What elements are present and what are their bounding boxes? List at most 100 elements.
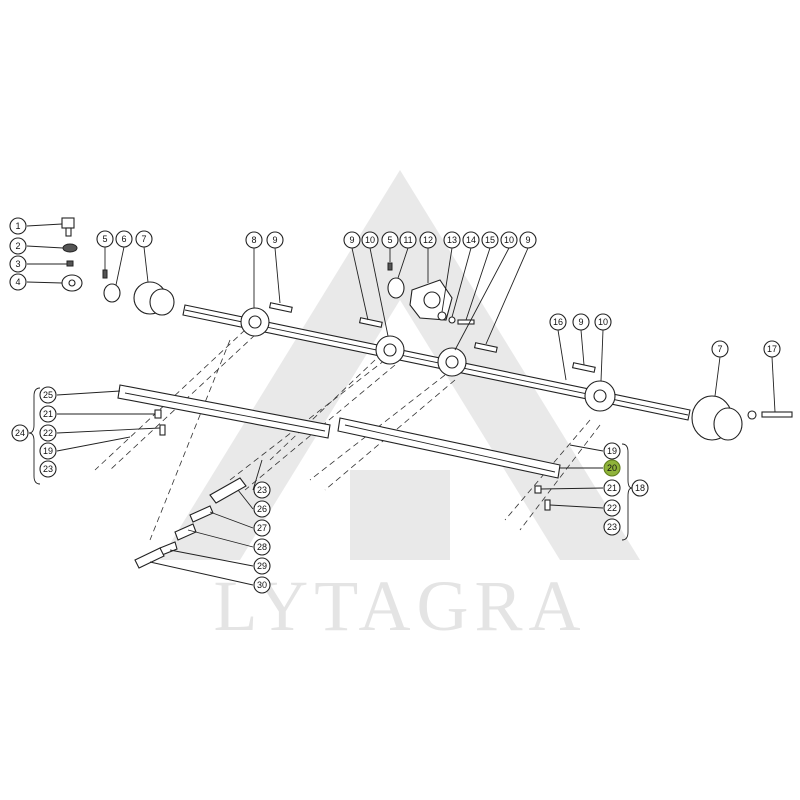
callout-21[interactable]: 21	[39, 405, 57, 423]
slat-bar-left	[117, 384, 331, 439]
watermark-text: LYTAGRA	[214, 566, 587, 646]
callout-5[interactable]: 5	[381, 231, 399, 249]
callout-circle	[603, 479, 621, 497]
callout-6[interactable]: 6	[115, 230, 133, 248]
callout-circle	[603, 499, 621, 517]
slat-bar-right	[337, 417, 561, 479]
callout-circle	[11, 424, 29, 442]
callout-28[interactable]: 28	[253, 538, 271, 556]
callout-3[interactable]: 3	[9, 255, 27, 273]
callout-label: 26	[257, 504, 267, 514]
callout-23[interactable]: 23	[39, 460, 57, 478]
callout-10[interactable]: 10	[594, 313, 612, 331]
leader-lines	[26, 223, 776, 586]
callout-label: 23	[43, 464, 53, 474]
callout-circle	[399, 231, 417, 249]
callout-23[interactable]: 23	[603, 518, 621, 536]
callout-circle	[39, 442, 57, 460]
callout-10[interactable]: 10	[500, 231, 518, 249]
chain-links	[134, 477, 247, 569]
callout-label: 15	[485, 235, 495, 245]
callout-4[interactable]: 4	[9, 273, 27, 291]
callout-23[interactable]: 23	[253, 481, 271, 499]
callout-13[interactable]: 13	[443, 231, 461, 249]
callout-circle	[519, 231, 537, 249]
callout-9[interactable]: 9	[519, 231, 537, 249]
callout-14[interactable]: 14	[462, 231, 480, 249]
callout-label: 18	[635, 483, 645, 493]
callout-9[interactable]: 9	[266, 231, 284, 249]
callout-circle	[9, 273, 27, 291]
callout-27[interactable]: 27	[253, 519, 271, 537]
callout-circle	[549, 313, 567, 331]
callout-9[interactable]: 9	[572, 313, 590, 331]
callout-circle	[39, 386, 57, 404]
callout-10[interactable]: 10	[361, 231, 379, 249]
callout-label: 22	[43, 428, 53, 438]
callout-circle	[253, 500, 271, 518]
callout-circle	[603, 459, 621, 477]
callout-19[interactable]: 19	[39, 442, 57, 460]
sprocket-2	[375, 335, 405, 365]
callout-12[interactable]: 12	[419, 231, 437, 249]
callout-label: 5	[387, 235, 392, 245]
callout-16[interactable]: 16	[549, 313, 567, 331]
callout-label: 4	[15, 277, 20, 287]
callout-circle	[253, 576, 271, 594]
callout-7[interactable]: 7	[711, 340, 729, 358]
callout-label: 23	[257, 485, 267, 495]
callout-circle	[462, 231, 480, 249]
callout-circle	[594, 313, 612, 331]
callout-circle	[39, 424, 57, 442]
callout-7[interactable]: 7	[135, 230, 153, 248]
callout-label: 12	[423, 235, 433, 245]
callout-label: 17	[767, 344, 777, 354]
callout-circle	[253, 481, 271, 499]
callout-22[interactable]: 22	[39, 424, 57, 442]
callout-5[interactable]: 5	[96, 230, 114, 248]
callout-circle	[9, 237, 27, 255]
callout-circle	[361, 231, 379, 249]
callout-25[interactable]: 25	[39, 386, 57, 404]
callout-label: 23	[607, 522, 617, 532]
callout-17[interactable]: 17	[763, 340, 781, 358]
keys	[268, 302, 596, 373]
callout-label: 6	[121, 234, 126, 244]
callout-label: 13	[447, 235, 457, 245]
callout-label: 10	[504, 235, 514, 245]
callout-label: 7	[141, 234, 146, 244]
callout-30[interactable]: 30	[253, 576, 271, 594]
callout-26[interactable]: 26	[253, 500, 271, 518]
callout-15[interactable]: 15	[481, 231, 499, 249]
callout-29[interactable]: 29	[253, 557, 271, 575]
callout-11[interactable]: 11	[399, 231, 417, 249]
callout-circle	[481, 231, 499, 249]
callout-circle	[253, 557, 271, 575]
callout-label: 10	[598, 317, 608, 327]
callout-circle	[39, 405, 57, 423]
callout-21[interactable]: 21	[603, 479, 621, 497]
callout-circle	[603, 518, 621, 536]
callout-2[interactable]: 2	[9, 237, 27, 255]
callout-8[interactable]: 8	[245, 231, 263, 249]
callout-20-highlighted[interactable]: 20	[603, 459, 621, 477]
callout-18[interactable]: 18	[631, 479, 649, 497]
callout-circle	[245, 231, 263, 249]
callout-circle	[266, 231, 284, 249]
callout-label: 1	[15, 221, 20, 231]
callout-label: 9	[578, 317, 583, 327]
callout-9[interactable]: 9	[343, 231, 361, 249]
callout-label: 20	[607, 463, 617, 473]
callout-24[interactable]: 24	[11, 424, 29, 442]
sprocket-4	[584, 380, 616, 412]
callout-label: 22	[607, 503, 617, 513]
callout-label: 9	[349, 235, 354, 245]
callout-19[interactable]: 19	[603, 442, 621, 460]
callout-label: 11	[403, 235, 412, 245]
bearing-housing-right	[691, 395, 793, 441]
callout-circle	[603, 442, 621, 460]
callout-1[interactable]: 1	[9, 217, 27, 235]
callout-22[interactable]: 22	[603, 499, 621, 517]
